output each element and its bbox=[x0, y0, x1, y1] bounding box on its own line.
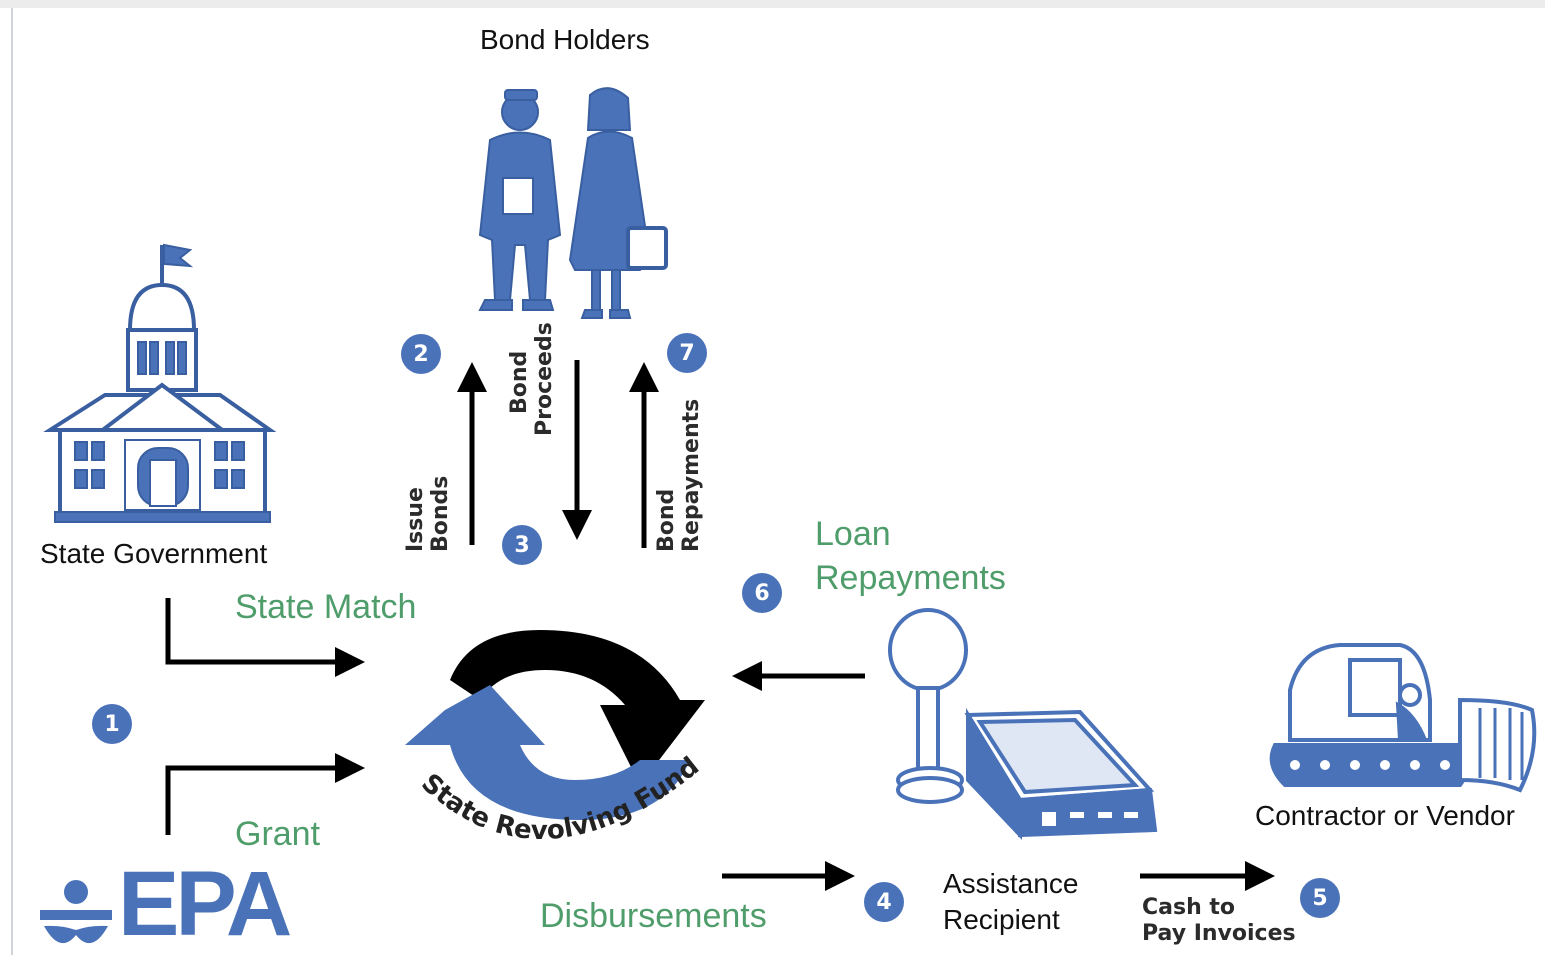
top-border bbox=[0, 0, 1545, 8]
flow-arrows bbox=[165, 360, 1275, 891]
left-border bbox=[11, 8, 13, 955]
loan-repayments-label: Loan Repayments bbox=[815, 515, 1006, 598]
step-badge-6: 6 bbox=[742, 573, 782, 613]
epa-flower-icon bbox=[40, 880, 112, 944]
assistance-recipient-label: Assistance Recipient bbox=[943, 868, 1079, 936]
grant-label: Grant bbox=[235, 815, 321, 853]
bond-proceeds-label: Bond Proceeds bbox=[507, 322, 558, 436]
disbursements-label: Disbursements bbox=[540, 897, 767, 935]
bulldozer-icon bbox=[1269, 643, 1537, 793]
step-badge-5: 5 bbox=[1300, 878, 1340, 918]
state-match-label: State Match bbox=[235, 588, 417, 626]
srf-circular-arrows-icon bbox=[405, 630, 705, 820]
issue-bonds-label: Issue Bonds bbox=[403, 475, 454, 552]
step-badge-1: 1 bbox=[92, 704, 132, 744]
step-badge-3: 3 bbox=[502, 525, 542, 565]
cash-to-pay-label: Cash to Pay Invoices bbox=[1142, 895, 1296, 947]
step-badge-4: 4 bbox=[864, 882, 904, 922]
epa-logo-text: EPA bbox=[118, 853, 292, 955]
bond-holders-label: Bond Holders bbox=[480, 24, 650, 55]
step-badge-7: 7 bbox=[667, 333, 707, 373]
water-tower-icon bbox=[888, 608, 968, 804]
state-government-label: State Government bbox=[40, 538, 268, 569]
state-capitol-icon bbox=[43, 243, 277, 523]
bond-repayments-label: Bond Repayments bbox=[654, 398, 705, 552]
treatment-plant-icon bbox=[964, 707, 1158, 841]
bond-holders-icon bbox=[478, 87, 668, 319]
step-badge-2: 2 bbox=[401, 334, 441, 374]
contractor-label: Contractor or Vendor bbox=[1255, 800, 1515, 831]
